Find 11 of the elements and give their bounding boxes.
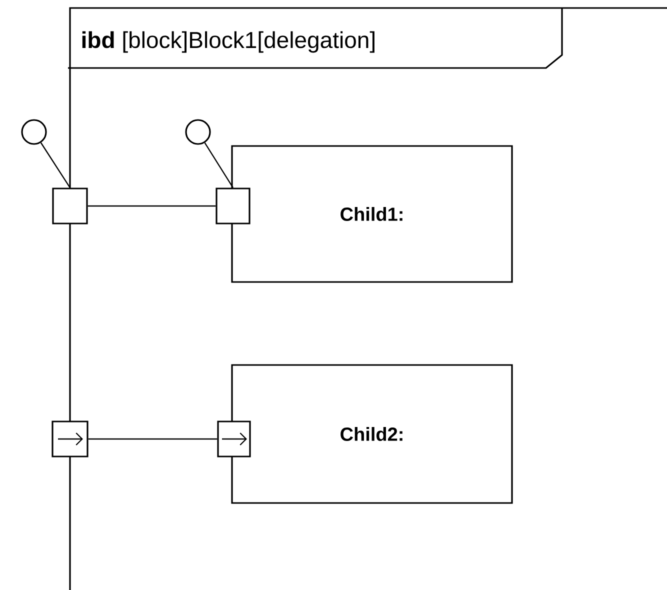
interface-stick [40, 142, 70, 188]
connector-line [88, 438, 218, 440]
flow-port [52, 420, 88, 458]
part-box: Child1: [231, 145, 513, 283]
connector-line [88, 205, 216, 207]
interface-circle [21, 119, 47, 145]
interface-circle [185, 119, 211, 145]
port-square [52, 188, 88, 224]
port-square [216, 188, 250, 224]
flow-port [217, 420, 251, 458]
part-box: Child2: [231, 364, 513, 504]
